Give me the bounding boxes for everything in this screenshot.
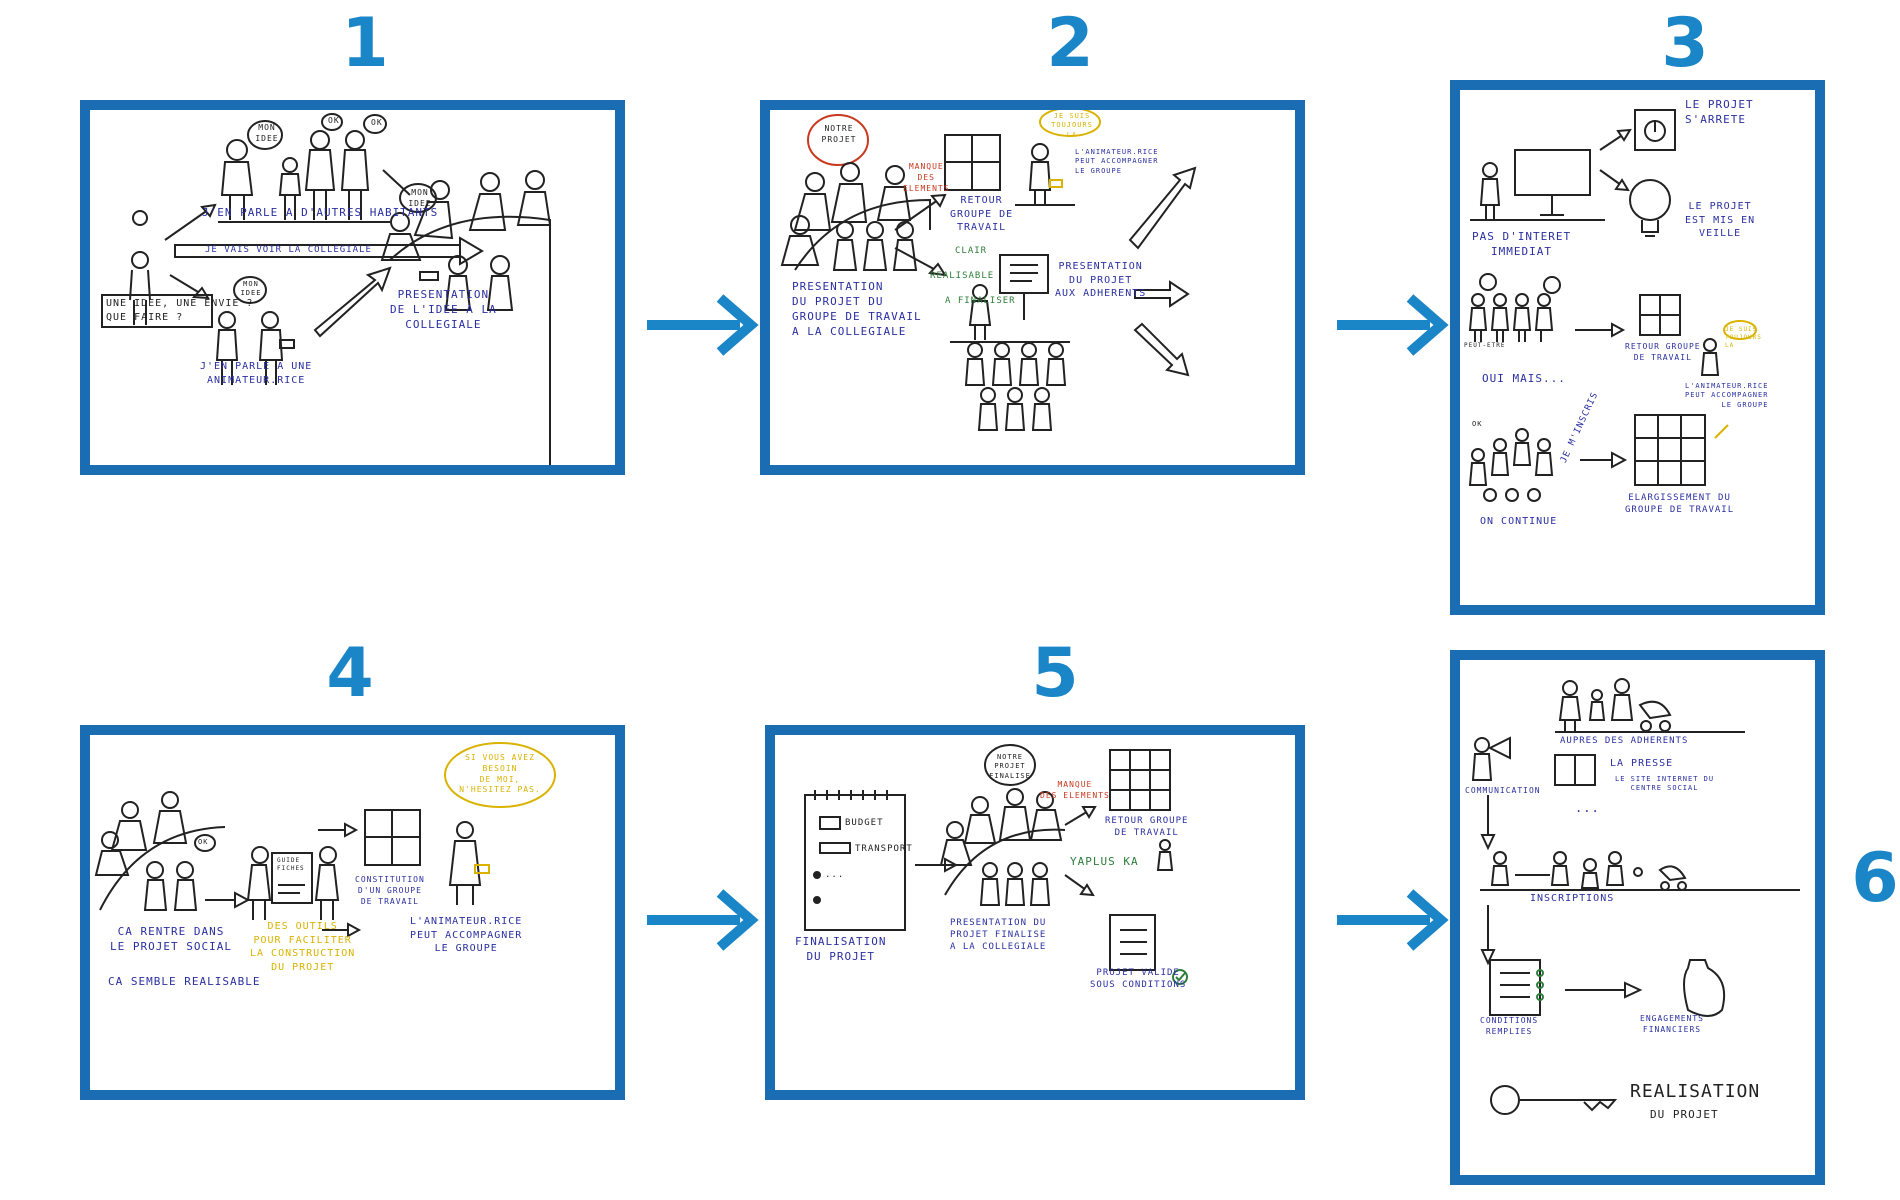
panel-4-sketch (90, 735, 615, 1090)
step-number-3: 3 (1661, 4, 1709, 83)
label-manque: Manque des elements (1040, 780, 1110, 800)
flow-arrow-2-3 (1335, 290, 1450, 360)
panel-step-6: Aupres des adherents Communication La pr… (1450, 650, 1825, 1185)
label-finalisation: Finalisation du projet (795, 935, 887, 963)
label-manque: Manque des elements (903, 162, 950, 193)
label-presse: La presse (1610, 758, 1674, 769)
label-rentre: Ca rentre dans le projet social (110, 925, 232, 953)
label-du-projet: du projet (1650, 1108, 1719, 1121)
step-number-1: 1 (341, 4, 389, 83)
label-transport: Transport (855, 844, 913, 854)
label-outils: Des outils pour faciliter la constructio… (250, 921, 356, 973)
label-budget: Budget (845, 818, 884, 828)
label-retour: Retour groupe de travail (950, 195, 1014, 233)
label-animateur: L'animateur.rice peut accompagner le gro… (1075, 148, 1159, 175)
label-veille: Le projet est mis en veille (1685, 201, 1756, 239)
label-presentation: Presentation de l'idee a la collegiale (390, 288, 497, 331)
label-animateur: J'en parle a une animateur.rice (200, 361, 313, 386)
bubble-toujours-la: Je suis toujours la (1051, 112, 1093, 139)
label-communication: Communication (1465, 786, 1541, 795)
label-presentation-collegiale: Presentation du projet du groupe de trav… (792, 280, 922, 338)
step-number-6: 6 (1851, 839, 1899, 918)
label-valide: Projet valide sous conditions (1090, 968, 1187, 991)
panel-3-sketch (1460, 90, 1815, 605)
panel-step-5: Budget Transport ... Finalisation du pro… (765, 725, 1305, 1100)
label-constitution: Constitution d'un groupe de travail (355, 875, 425, 906)
label-inscriptions: Inscriptions (1530, 893, 1615, 904)
bubble-ok-a: OK (328, 116, 340, 125)
label-peut-etre: Peut-etre (1464, 342, 1506, 349)
label-ok: OK (1472, 420, 1483, 428)
step-number-5: 5 (1031, 634, 1079, 713)
label-realisable: Realisable (930, 271, 995, 281)
label-toujours: Je suis toujours la (1725, 326, 1762, 350)
flow-arrow-4-5 (645, 885, 760, 955)
label-elargissement: Elargissement du groupe de travail (1625, 493, 1735, 516)
label-engagements: Engagements financiers (1640, 1014, 1704, 1034)
label-realisation: Realisation (1630, 1081, 1761, 1102)
label-semble: Ca semble realisable (108, 975, 261, 988)
panel-1-sketch (90, 110, 615, 465)
label-conditions: Conditions remplies (1480, 1016, 1539, 1036)
bubble-ok: OK (198, 838, 209, 846)
label-dots: ... (1575, 801, 1600, 815)
label-oui-mais: Oui mais... (1482, 372, 1566, 385)
label-presentation-adherents: Presentation du projet aux adherents (1055, 261, 1147, 299)
label-yaplus: Yaplus Ka (1070, 855, 1139, 868)
bubble-help: Si vous avez besoin de moi, n'hesitez pa… (459, 753, 541, 795)
flow-arrow-5-6 (1335, 885, 1450, 955)
bubble-mon-idee: Mon idee (255, 123, 279, 143)
bubble-notre-projet: Notre projet (821, 124, 857, 144)
label-adherents: Aupres des adherents (1560, 736, 1689, 746)
bubble-ok-b: OK (371, 118, 383, 127)
panel-step-3: Le projet s'arrete Le projet est mis en … (1450, 80, 1825, 615)
label-guide-fiches: Guide fiches (277, 857, 305, 873)
bubble-mon-idee-3: Mon idee (240, 280, 262, 298)
question-box-text: Une idee, une envie ? Que faire ? (106, 298, 254, 323)
panel-5-sketch (775, 735, 1295, 1090)
label-animateur: L'animateur.rice peut accompagner le gro… (410, 916, 523, 954)
label-presentation: Presentation du projet finalise a la col… (950, 918, 1047, 953)
label-retour: Retour groupe de travail (1105, 816, 1189, 839)
panel-step-4: OK Si vous avez besoin de moi, n'hesitez… (80, 725, 625, 1100)
label-a-finaliser: A finaliser (945, 296, 1016, 306)
label-collegiale: Je vais voir la collegiale (205, 245, 372, 255)
label-arrete: Le projet s'arrete (1685, 98, 1754, 126)
label-site: Le site internet du centre social (1615, 775, 1715, 793)
panel-step-1: Mon idee OK OK Mon idee Mon idee Une ide… (80, 100, 625, 475)
step-number-2: 2 (1046, 4, 1094, 83)
panel-2-sketch (770, 110, 1295, 465)
flow-arrow-1-2 (645, 290, 760, 360)
label-on-continue: On continue (1480, 516, 1558, 527)
panel-step-2: Notre projet Je suis toujours la Manque … (760, 100, 1305, 475)
label-clair: Clair (955, 246, 988, 256)
label-animateur: L'animateur.rice peut accompagner le gro… (1685, 382, 1769, 409)
bubble-mon-idee-2: Mon idee (408, 188, 432, 208)
panel-6-sketch (1460, 660, 1815, 1175)
label-retour: Retour groupe de travail (1625, 342, 1701, 362)
label-habitants: J'en parle a d'autres habitants (202, 206, 439, 219)
label-dots: ... (825, 870, 845, 880)
label-pas-interet: Pas d'interet immediat (1472, 230, 1572, 258)
step-number-4: 4 (326, 634, 374, 713)
bubble-finalise: Notre projet finalise (989, 753, 1031, 780)
